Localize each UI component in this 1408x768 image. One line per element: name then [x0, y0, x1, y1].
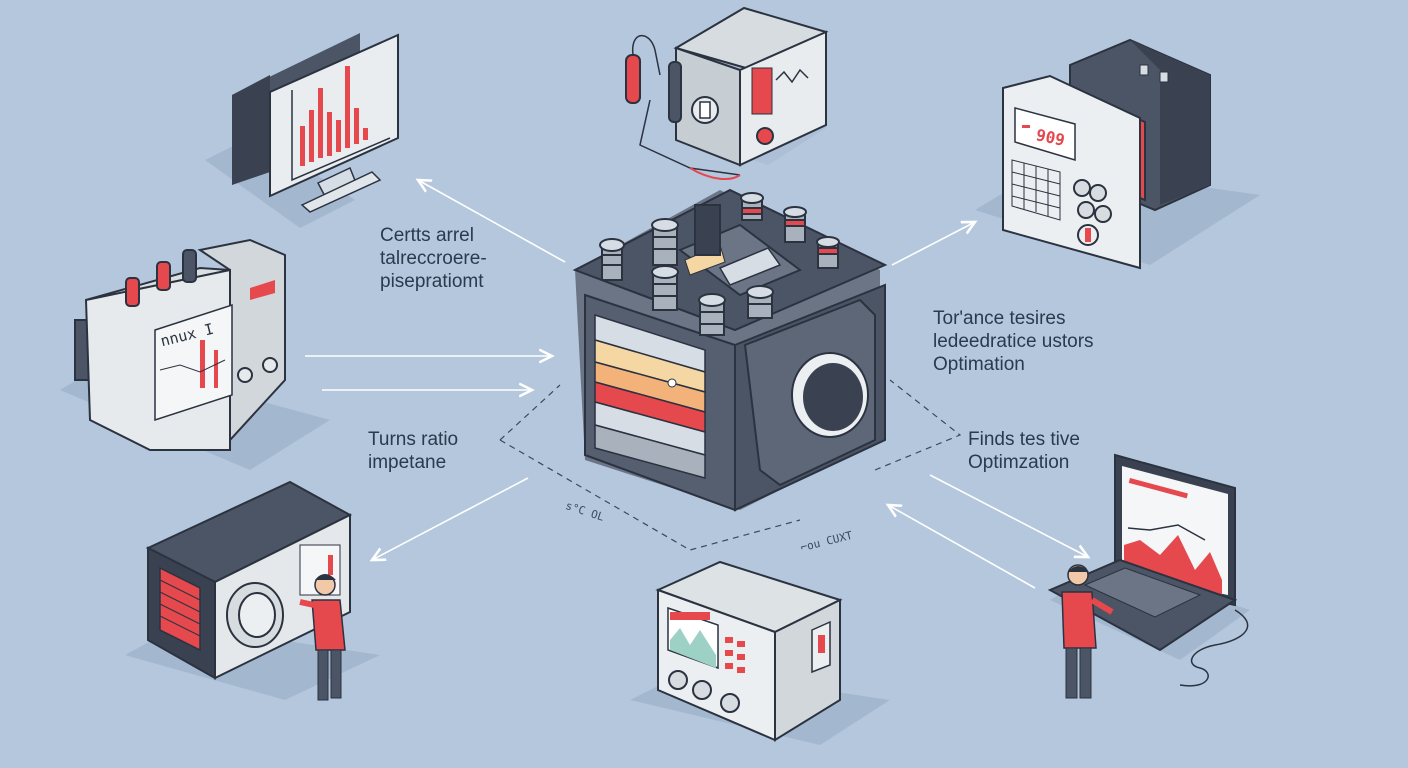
- label-left-mid-line-1: Turns ratio: [368, 429, 459, 450]
- arrow-to-bottom-left-analyzer: [372, 477, 529, 560]
- connector-arrows: [305, 180, 1088, 589]
- left-tester-unit: [60, 238, 330, 470]
- vent-lines: [159, 579, 201, 637]
- keypad-grid: [1011, 159, 1061, 221]
- technician-left: [299, 574, 346, 701]
- transformer-bushings: [599, 192, 840, 336]
- bottom-right-laptop-station: [1047, 453, 1250, 699]
- label-top-left-line-3: pisepratiomt: [380, 271, 484, 292]
- monitor-bar-chart: [300, 66, 368, 166]
- top-right-control-panel: [975, 38, 1260, 270]
- transformer-base-outline: [499, 379, 962, 551]
- top-left-monitor: [205, 33, 399, 228]
- label-right-mid-line-3: Optimation: [933, 354, 1025, 375]
- label-top-left: Certts arrel talreccroere- pisepratiomt: [380, 224, 487, 293]
- bottom-center-meter: [630, 560, 890, 745]
- technician-right: [1061, 564, 1114, 699]
- label-right-low-line-2: Optimzation: [968, 452, 1070, 473]
- label-right-mid: Tor'ance tesires ledeedratice ustors Opt…: [933, 307, 1094, 376]
- label-right-mid-line-2: ledeedratice ustors: [933, 331, 1094, 352]
- arrow-to-top-left-monitor: [418, 180, 566, 263]
- bottom-left-analyzer: [125, 480, 380, 701]
- label-right-mid-line-1: Tor'ance tesires: [933, 308, 1066, 329]
- top-center-test-unit: [625, 6, 829, 181]
- central-transformer: [572, 188, 888, 512]
- arrow-to-top-right-panel: [891, 222, 975, 266]
- label-left-mid-line-2: impetane: [368, 452, 447, 473]
- arrow-from-laptop: [888, 505, 1036, 589]
- label-top-left-line-1: Certts arrel: [380, 225, 474, 246]
- meter-indicator-lights: [725, 637, 745, 673]
- label-right-low: Finds tes tive Optimzation: [968, 428, 1080, 474]
- label-right-low-line-1: Finds tes tive: [968, 429, 1080, 450]
- transformer-core-layers: [594, 313, 706, 479]
- arrow-to-laptop: [929, 474, 1088, 557]
- label-left-mid: Turns ratio impetane: [368, 428, 458, 474]
- label-top-left-line-2: talreccroere-: [380, 248, 487, 269]
